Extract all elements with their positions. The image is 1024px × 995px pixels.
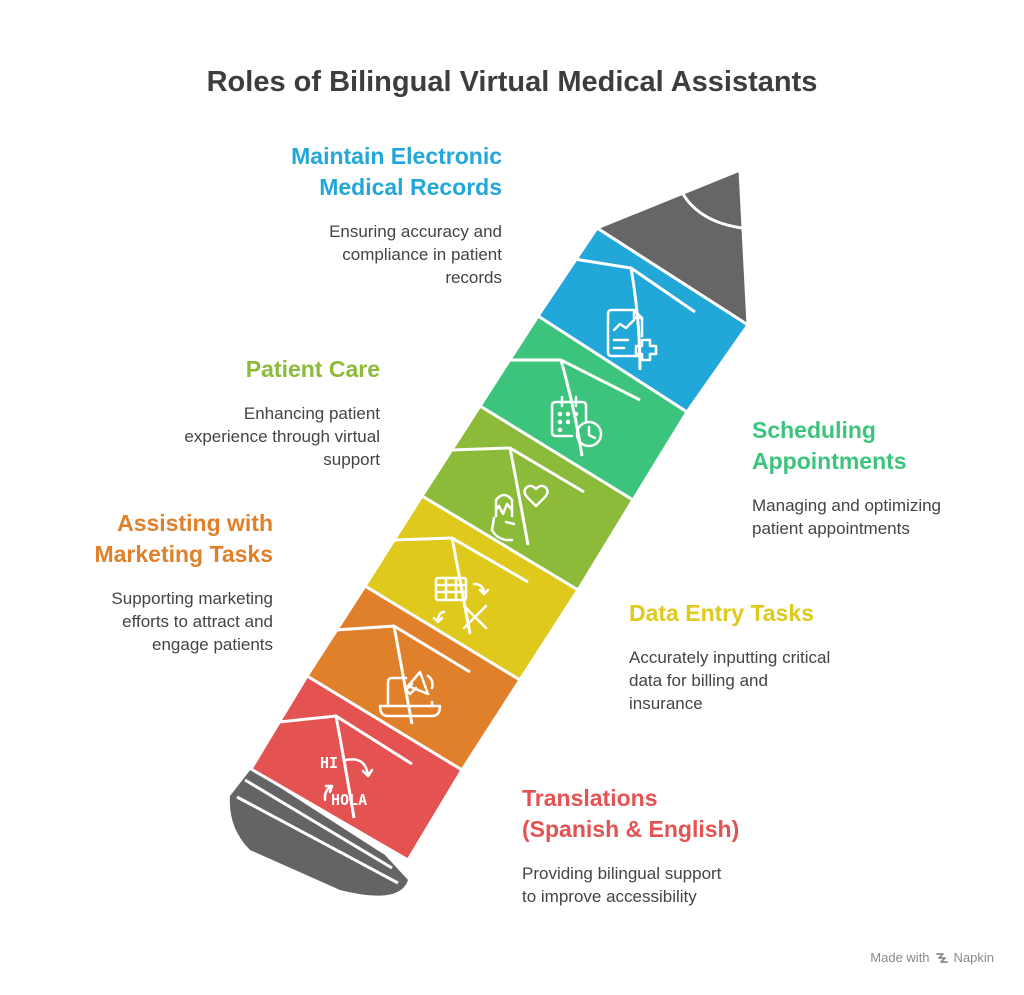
item-translations: Translations (Spanish & English) Providi…	[522, 783, 822, 908]
translations-desc-line-1: Providing bilingual support	[522, 864, 722, 883]
records-heading-line-1: Maintain Electronic	[291, 143, 502, 169]
data-entry-desc-line-3: insurance	[629, 694, 703, 713]
page-title: Roles of Bilingual Virtual Medical Assis…	[206, 66, 818, 98]
item-patient-care: Patient Care Enhancing patient experienc…	[130, 354, 380, 471]
scheduling-heading-line-2: Appointments	[752, 448, 907, 474]
napkin-credit[interactable]: Made with Napkin	[870, 950, 994, 965]
scheduling-desc-line-2: patient appointments	[752, 519, 910, 538]
band-translations	[249, 674, 464, 862]
translations-heading-line-1: Translations	[522, 785, 658, 811]
megaphone-laptop-icon	[378, 670, 442, 718]
medical-record-icon	[606, 308, 658, 362]
translation-icon: HI HOLA	[320, 754, 374, 809]
item-scheduling: Scheduling Appointments Managing and opt…	[752, 415, 1012, 540]
patient-care-desc-line-1: Enhancing patient	[243, 404, 380, 423]
spreadsheet-icon	[432, 576, 490, 630]
marketing-desc-line-2: efforts to attract and	[122, 612, 273, 631]
patient-care-desc-line-2: experience through virtual	[184, 427, 380, 446]
records-desc-line-2: compliance in patient	[342, 245, 502, 264]
records-heading-line-2: Medical Records	[319, 174, 502, 200]
marketing-heading-line-2: Marketing Tasks	[94, 541, 273, 567]
records-desc-line-3: records	[445, 268, 502, 287]
marketing-desc-line-3: engage patients	[152, 635, 273, 654]
data-entry-desc-line-1: Accurately inputting critical	[629, 648, 831, 667]
calendar-clock-icon	[550, 395, 603, 448]
marketing-desc-line-1: Supporting marketing	[111, 589, 273, 608]
records-desc-line-1: Ensuring accuracy and	[329, 222, 502, 241]
item-marketing: Assisting with Marketing Tasks Supportin…	[30, 508, 273, 656]
translations-heading-line-2: (Spanish & English)	[522, 816, 740, 842]
scheduling-desc-line-1: Managing and optimizing	[752, 496, 942, 515]
patient-care-icon	[490, 484, 549, 542]
svg-text:HI: HI	[320, 754, 338, 772]
credit-brand: Napkin	[953, 950, 994, 965]
item-data-entry: Data Entry Tasks Accurately inputting cr…	[629, 598, 929, 715]
scheduling-heading-line-1: Scheduling	[752, 417, 876, 443]
data-entry-desc-line-2: data for billing and	[629, 671, 768, 690]
napkin-logo-icon	[935, 952, 948, 963]
patient-care-desc-line-3: support	[323, 450, 380, 469]
credit-prefix: Made with	[870, 950, 930, 965]
svg-text:HOLA: HOLA	[331, 791, 367, 809]
translations-desc-line-2: to improve accessibility	[522, 887, 697, 906]
data-entry-heading: Data Entry Tasks	[629, 600, 814, 626]
item-records: Maintain Electronic Medical Records Ensu…	[250, 141, 502, 289]
marketing-heading-line-1: Assisting with	[117, 510, 273, 536]
patient-care-heading: Patient Care	[245, 356, 380, 382]
